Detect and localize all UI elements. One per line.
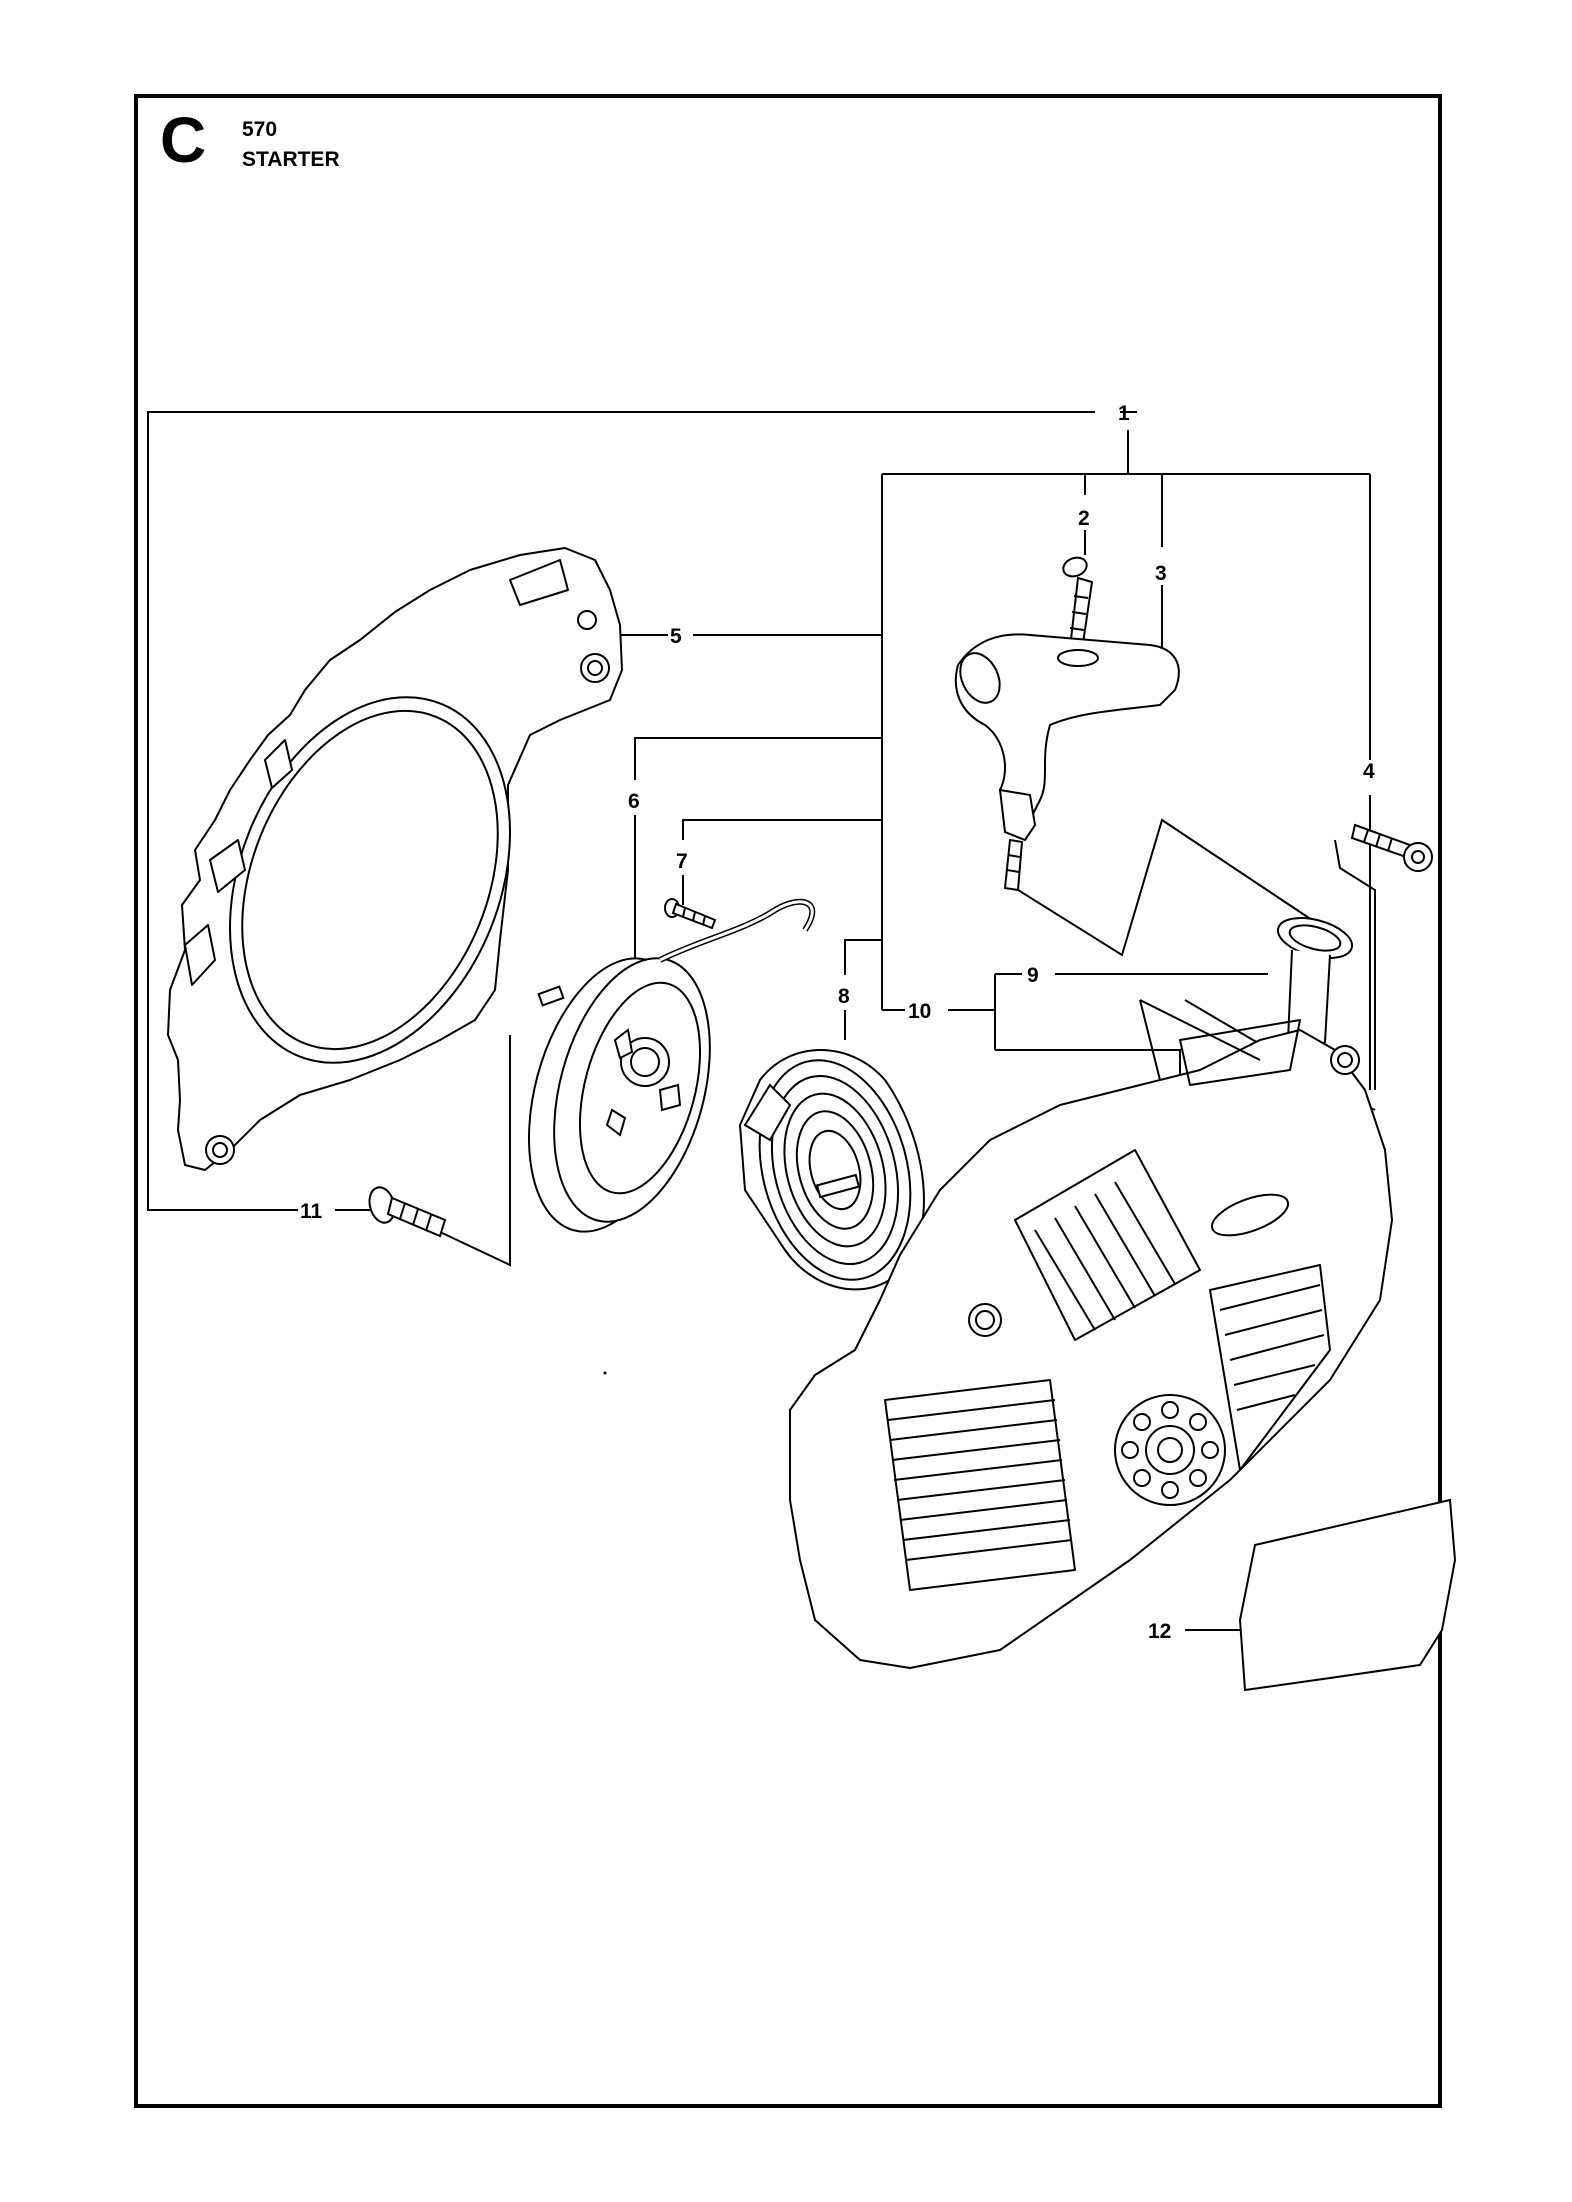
callout-5: 5	[670, 625, 682, 648]
section-letter: C	[160, 104, 207, 176]
rope-pulley-drawing	[527, 898, 816, 1233]
housing-bolt-drawing	[368, 1186, 447, 1238]
callout-9: 9	[1027, 964, 1039, 987]
callout-2: 2	[1078, 507, 1090, 530]
starter-housing-drawing	[789, 999, 1393, 1669]
pulley-screw-drawing	[664, 898, 717, 930]
fan-housing-cover-drawing	[167, 547, 623, 1171]
cord-plug-drawing	[1062, 556, 1094, 652]
callout-labels: 1 2 3 4 5 6 7 8 9 10 11 12	[300, 402, 1375, 1643]
starter-handle-drawing	[954, 633, 1180, 892]
decal-plate-drawing	[1238, 1498, 1457, 1692]
callout-6: 6	[628, 790, 640, 813]
callout-1: 1	[1118, 402, 1130, 425]
recoil-spring-cassette-drawing	[738, 1049, 925, 1291]
callout-7: 7	[676, 850, 688, 873]
stray-dot	[603, 1371, 607, 1375]
callout-4: 4	[1363, 760, 1375, 783]
page-frame	[134, 94, 1442, 2108]
model-number: 570	[242, 118, 278, 141]
callout-12: 12	[1148, 1620, 1171, 1643]
diagram-title: STARTER	[242, 148, 340, 171]
callout-8: 8	[838, 985, 850, 1008]
callout-11: 11	[300, 1200, 323, 1223]
callout-3: 3	[1155, 562, 1167, 585]
leader-lines	[147, 411, 1376, 1631]
callout-10: 10	[908, 1000, 931, 1023]
housing-screw-drawing	[1350, 823, 1433, 872]
rope-guide-bushing-drawing	[1277, 917, 1353, 1049]
